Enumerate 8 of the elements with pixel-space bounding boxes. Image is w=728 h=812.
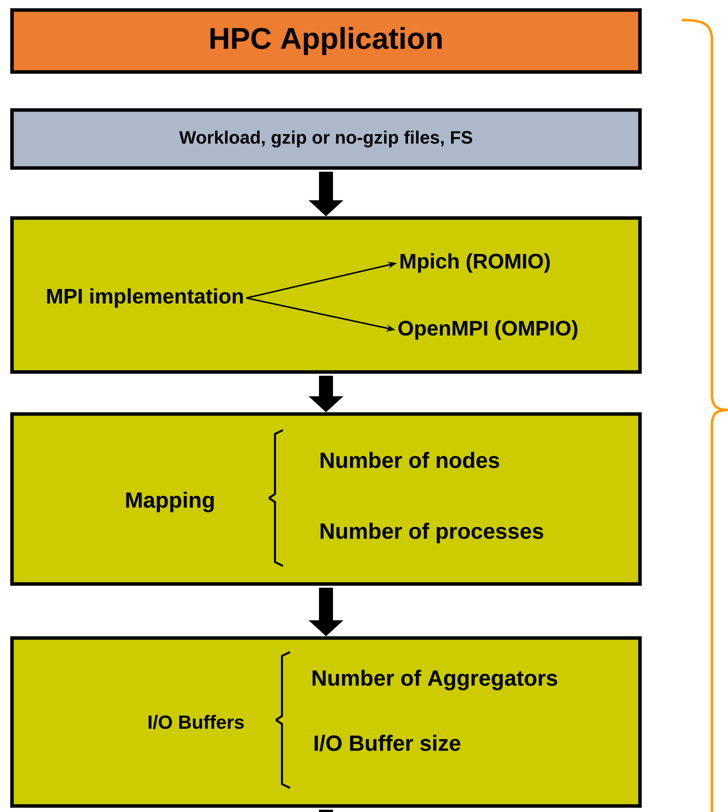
- process-box: I/O Buffers Number of Aggregators I/O Buffer size: [10, 636, 642, 808]
- text-label: MPI implementation: [47, 288, 243, 308]
- process-box: HPC Application: [10, 8, 642, 74]
- text-label: Mpich (ROMIO): [400, 253, 550, 273]
- text-label: OpenMPI (OMPIO): [398, 320, 578, 340]
- process-box: [10, 216, 642, 374]
- process-box: Mapping Number of nodes Number of processes: [10, 412, 642, 586]
- process-box: Workload, gzip or no-gzip files, FS: [10, 108, 642, 170]
